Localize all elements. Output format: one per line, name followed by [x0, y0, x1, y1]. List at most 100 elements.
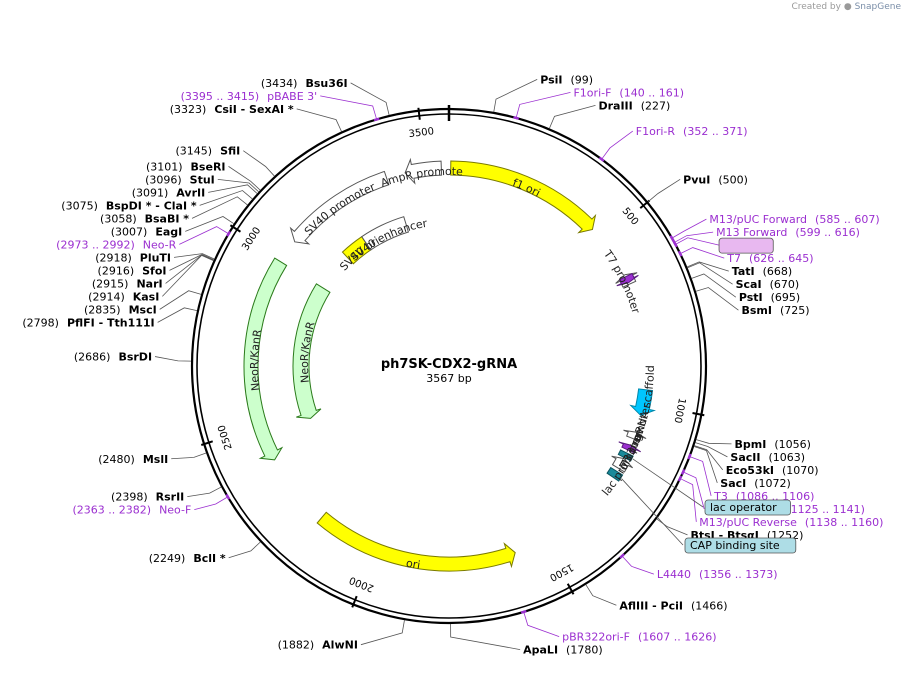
enzyme-name: MscI [129, 303, 157, 316]
primer-site-marker-m13-puc-forward [669, 235, 675, 242]
enzyme-position: (3145) [176, 145, 213, 158]
primer-leader-m13-fwd [676, 237, 720, 246]
snapgene-logo-icon: ● [843, 2, 852, 12]
primer-range: (1607 .. 1626) [638, 631, 717, 644]
primer-name: M13/pUC Forward [709, 213, 807, 226]
enzyme-name: RsrII [156, 491, 185, 504]
feature-ori [316, 511, 516, 572]
plasmid-length: 3567 bp [426, 372, 471, 385]
primer-name: T7 [726, 252, 741, 265]
enzyme-name: BsaBI * [145, 212, 190, 225]
primer-label-f1ori-r: F1ori-R (352 .. 371) [636, 125, 748, 138]
enzyme-position: (2398) [111, 491, 148, 504]
feature-label-text: NeoR/KanR [248, 328, 264, 392]
enzyme-name: ScaI [736, 278, 762, 291]
feature-t7-site [616, 272, 639, 287]
primer-range: (626 .. 645) [749, 252, 814, 265]
tick-mark-1500 [566, 583, 575, 595]
primer-leader-pbabe-3 [320, 95, 377, 119]
primer-leader-l4440 [622, 556, 654, 575]
enzyme-position: (2914) [88, 290, 125, 303]
enzyme-label-msli: (2480)MslI [98, 453, 168, 466]
feature-sv40-enhancer [361, 216, 410, 251]
boxed-bg-cap-binding-site [684, 537, 797, 554]
enzyme-name: ApaLI [523, 644, 558, 657]
enzyme-leader-bsmi [695, 287, 739, 311]
enzyme-name: SacI [720, 477, 746, 490]
feature-label-ori: ori [405, 557, 421, 572]
boxed-bg-lac-operator [704, 499, 791, 516]
enzyme-position: (3091) [132, 186, 169, 199]
enzyme-name: PflFI - Tth111I [67, 316, 155, 329]
primer-range: (140 .. 161) [619, 86, 684, 99]
enzyme-position: (1063) [768, 451, 805, 464]
primer-name: pBR322ori-F [562, 631, 630, 644]
enzyme-label-pflfi-tth111i: (2798)PflFI - Tth111I [22, 316, 154, 329]
enzyme-name: SacII [730, 451, 760, 464]
enzyme-leader-alwni [360, 620, 405, 646]
primer-name: M13/pUC Reverse [699, 516, 797, 529]
enzyme-label-eco53ki: Eco53kI(1070) [726, 464, 819, 477]
enzyme-label-bseri: (3101)BseRI [146, 160, 226, 173]
primer-range: (1356 .. 1373) [699, 568, 778, 581]
credit-prefix: Created by [791, 2, 841, 12]
tick-label-3000: 3000 [240, 225, 263, 252]
primer-leader-m13-reverse [683, 472, 705, 509]
credit-brand: SnapGene [854, 2, 901, 12]
enzyme-leader-eagi [185, 216, 235, 232]
enzyme-label-scai: ScaI(670) [736, 278, 800, 291]
enzyme-position: (695) [771, 291, 801, 304]
feature-grna-scaffold [629, 388, 657, 417]
feature-label-sv40-promoter: SV40 promoter [302, 180, 378, 238]
enzyme-leader-sfii [243, 150, 275, 177]
enzyme-leader-rsrii [187, 486, 222, 498]
enzyme-position: (3323) [170, 103, 207, 116]
primer-name: Neo-R [143, 238, 177, 251]
enzyme-name: PluTI [140, 251, 171, 264]
primer-leader-neo-f [194, 497, 228, 511]
enzyme-leader-sfoi [169, 254, 215, 271]
backbone [190, 105, 708, 625]
enzyme-leader-bseri [228, 166, 261, 191]
primer-leader-t3 [690, 456, 712, 496]
features [243, 157, 657, 572]
enzyme-name: CsiI - SexAI * [214, 103, 294, 116]
enzyme-position: (3096) [145, 173, 182, 186]
enzyme-leader-bsrdi [154, 356, 192, 362]
feature-m13-rev [618, 441, 641, 454]
enzyme-name: SfoI [142, 264, 166, 277]
enzyme-leader-csii-sexai [296, 108, 342, 132]
enzyme-leader-msci [159, 290, 202, 310]
primer-name: F1ori-F [573, 86, 611, 99]
enzyme-leader-apali [450, 623, 521, 650]
primer-name: F1ori-R [636, 125, 676, 138]
primer-label-neo-r: (2973 .. 2992)Neo-R [56, 238, 176, 251]
feature-label-text: T7 promoter [600, 247, 642, 315]
enzyme-label-bpmi: BpmI (1056) [734, 438, 810, 451]
primer-site-marker-t3 [687, 453, 692, 460]
enzyme-label-rsrii: (2398) RsrII [111, 491, 184, 504]
feature-neor-kanr-inner [292, 283, 331, 419]
enzyme-position: (1070) [782, 464, 819, 477]
enzyme-leader-pflfi-tth111i [157, 307, 198, 323]
tick-mark-2500 [200, 440, 214, 446]
primer-label-pbr322ori-f: pBR322ori-F (1607 .. 1626) [562, 631, 716, 644]
primer-range: (3395 .. 3415) [181, 90, 260, 103]
enzyme-position: (2686) [74, 351, 111, 364]
enzyme-label-draiii: DraIII(227) [598, 99, 670, 112]
enzyme-name: MslI [143, 453, 168, 466]
enzyme-name: BsmI [741, 304, 772, 317]
enzyme-position: (1056) [774, 438, 811, 451]
primer-range: (1138 .. 1160) [805, 516, 884, 529]
enzyme-label-bsabi: (3058)BsaBI * [100, 212, 189, 225]
primer-site-marker-f1ori-r [598, 156, 605, 162]
primer-range: (2363 .. 2382) [73, 504, 152, 517]
enzyme-leader-btsi-bts-i [656, 518, 688, 536]
enzyme-name: BpmI [734, 438, 766, 451]
enzyme-leader-pvui [647, 178, 681, 203]
primer-site-marker-l4440 [619, 553, 625, 559]
primer-range: (352 .. 371) [683, 125, 748, 138]
primer-label-neo-f: (2363 .. 2382)Neo-F [73, 504, 192, 517]
feature-lac-promoter [611, 455, 634, 473]
primer-site-marker-neo-r [226, 230, 232, 237]
